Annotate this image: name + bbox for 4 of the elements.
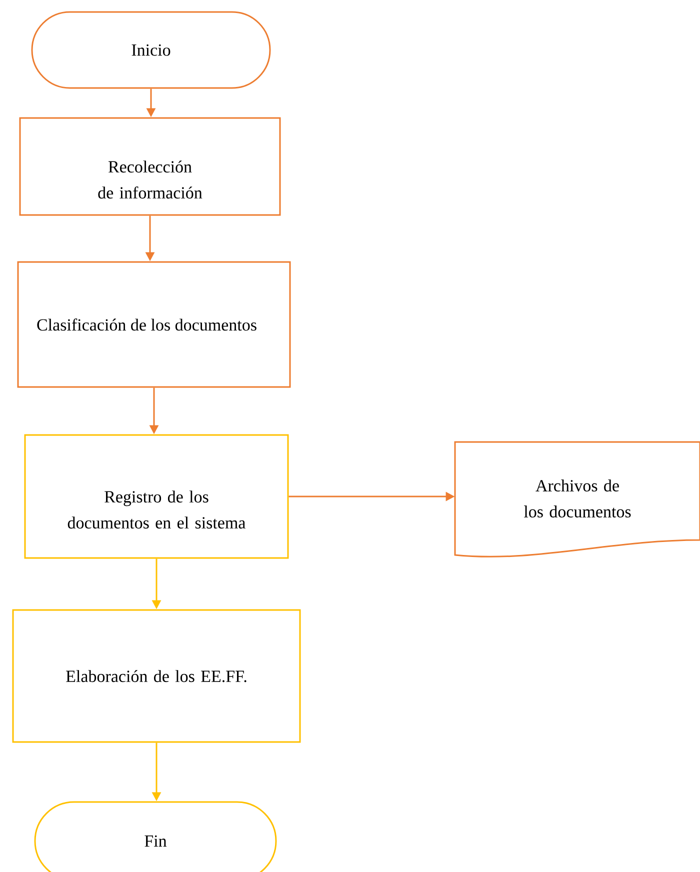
process-box: Elaboración de los EE.FF. [12, 609, 301, 743]
process-box: Recolección de información [19, 117, 281, 216]
process-box: Clasificación de los documentos [17, 261, 291, 388]
process-box: Registro de los documentos en el sistema [24, 434, 289, 559]
